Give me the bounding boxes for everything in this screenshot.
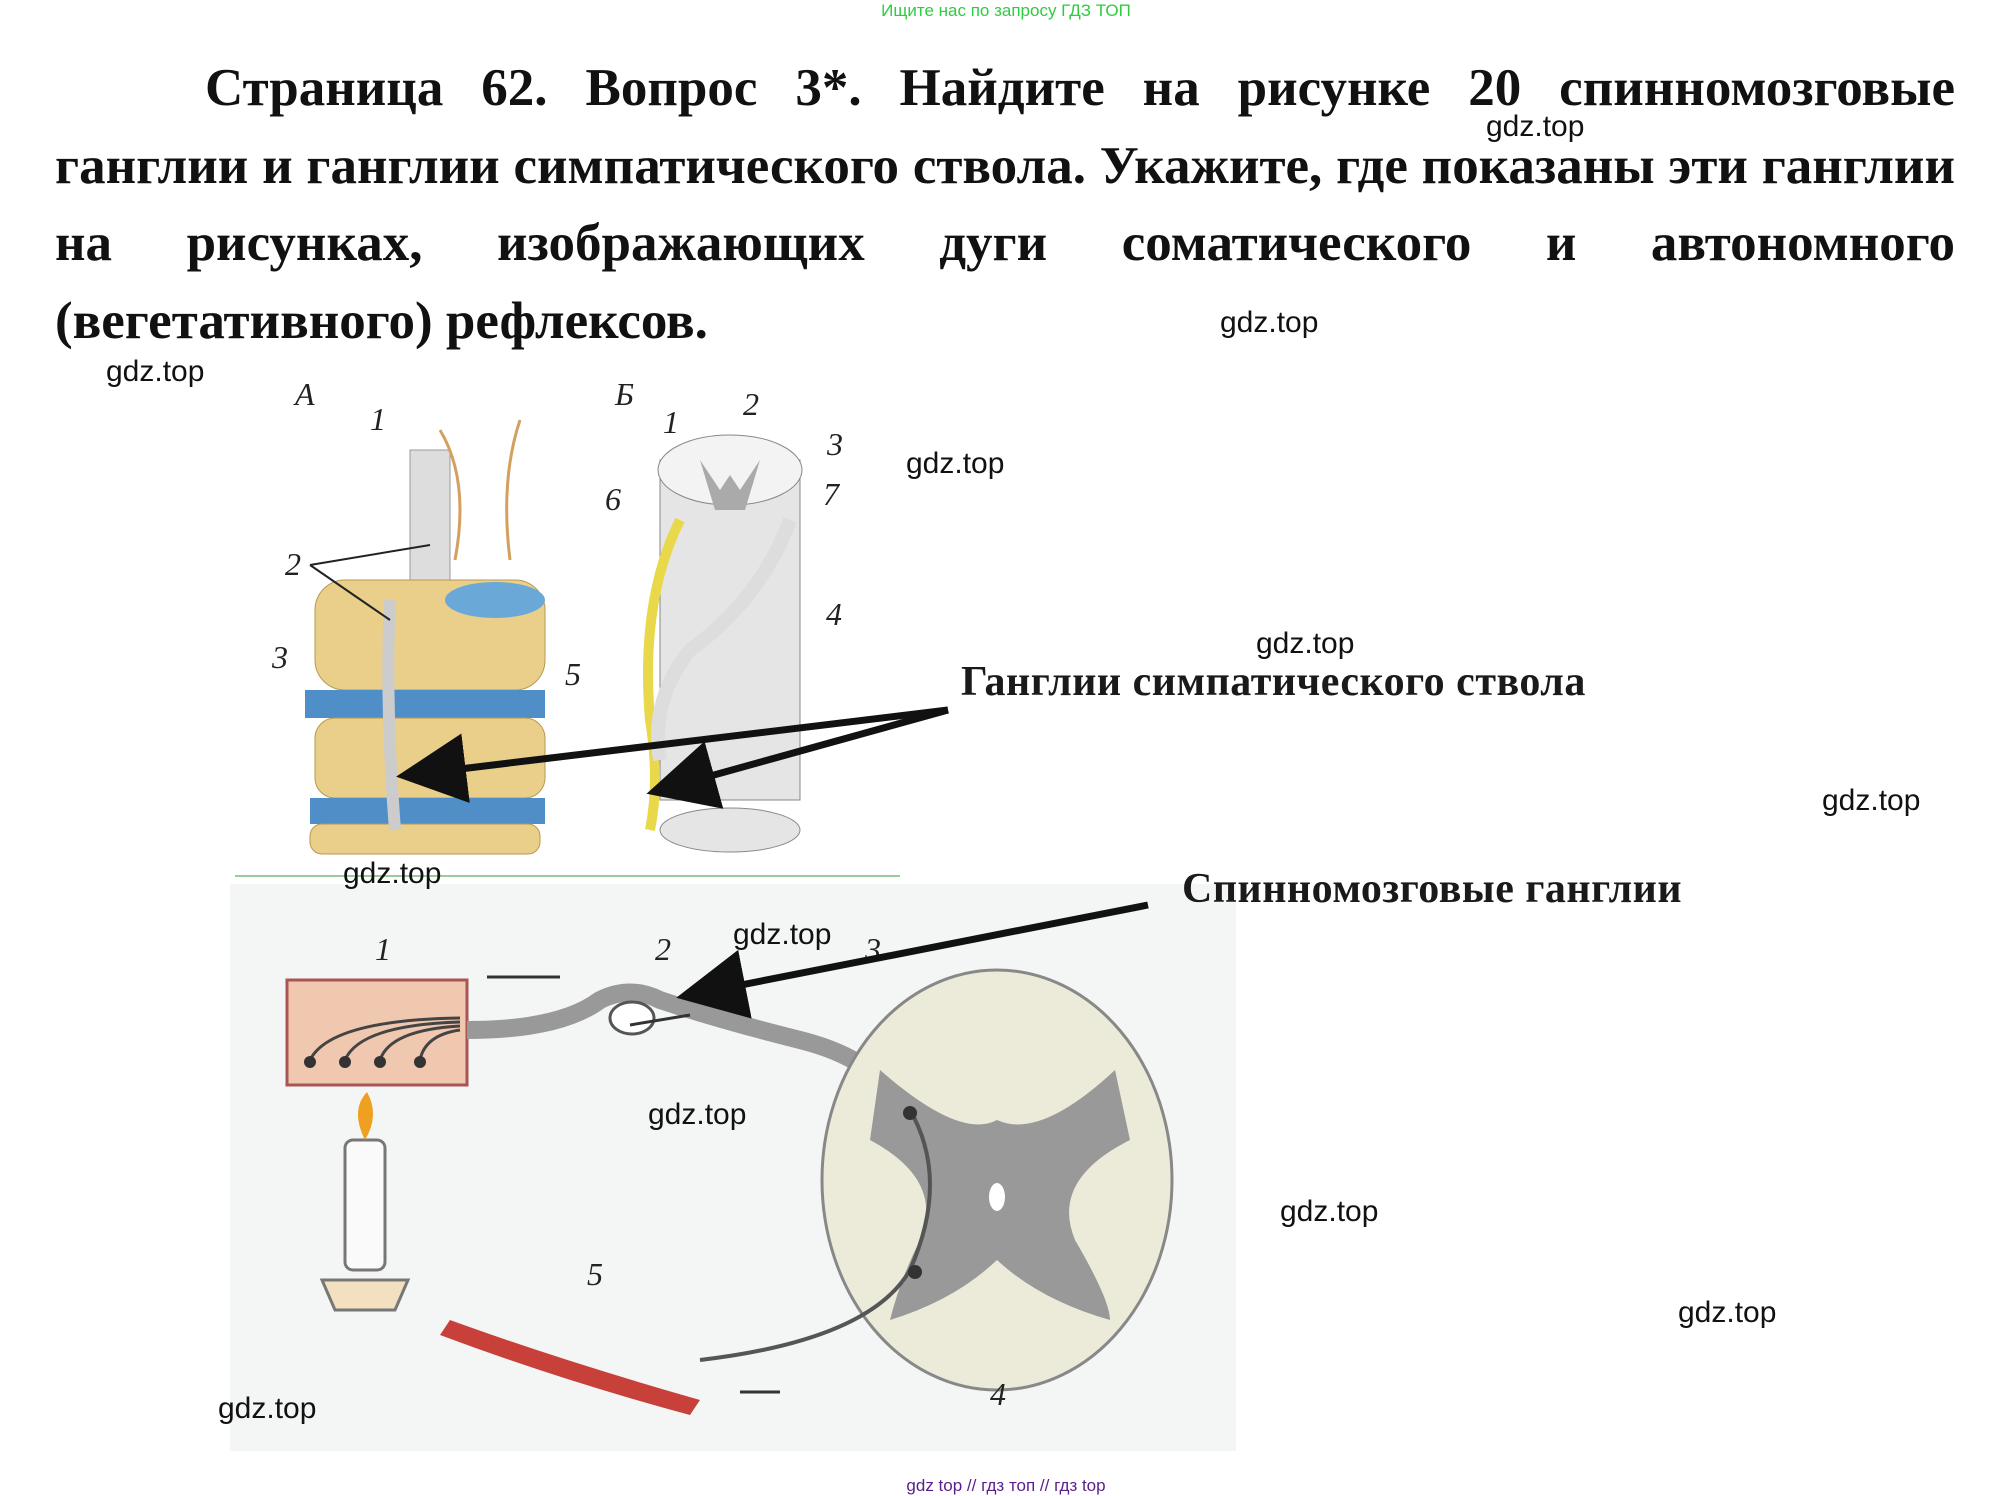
- search-hint: Ищите нас по запросу ГДЗ ТОП: [881, 1, 1131, 20]
- svg-text:7: 7: [823, 476, 841, 512]
- svg-text:2: 2: [743, 386, 759, 422]
- svg-text:5: 5: [565, 656, 581, 692]
- watermark: gdz.top: [1486, 110, 1585, 143]
- label-spinal-ganglia: Спинномозговые ганглии: [1182, 866, 1683, 912]
- watermark: gdz.top: [218, 1392, 317, 1425]
- figure-a-spine: А 1 2 3: [271, 376, 546, 855]
- svg-text:4: 4: [826, 596, 842, 632]
- svg-text:6: 6: [605, 481, 621, 517]
- watermark: gdz.top: [648, 1098, 747, 1131]
- question-text: Страница 62. Вопрос 3*. Найдите на рисун…: [55, 59, 1955, 350]
- svg-text:А: А: [293, 376, 315, 412]
- svg-text:1: 1: [663, 404, 679, 440]
- svg-text:1: 1: [370, 401, 386, 437]
- watermark: gdz.top: [1678, 1296, 1777, 1329]
- svg-text:4: 4: [990, 1376, 1006, 1412]
- pointer-arrows: [396, 706, 1149, 1019]
- watermark: gdz.top: [906, 447, 1005, 480]
- figure-reflex-arc: 1 2 3 4 5: [230, 884, 1236, 1451]
- svg-text:1: 1: [375, 931, 391, 967]
- svg-text:3: 3: [826, 426, 843, 462]
- svg-text:Б: Б: [614, 376, 634, 412]
- label-sympathetic-ganglia: Ганглии симпатического ствола: [961, 659, 1586, 705]
- watermark: gdz.top: [1220, 306, 1319, 339]
- watermark: gdz.top: [1256, 627, 1355, 660]
- svg-text:5: 5: [587, 1256, 603, 1292]
- watermark: gdz.top: [733, 918, 832, 951]
- watermark: gdz.top: [343, 857, 442, 890]
- watermark: gdz.top: [106, 355, 205, 388]
- svg-text:2: 2: [655, 931, 671, 967]
- svg-text:2: 2: [285, 546, 301, 582]
- watermark: gdz.top: [1822, 784, 1921, 817]
- svg-text:3: 3: [271, 639, 288, 675]
- footer-links[interactable]: gdz top // гдз топ // гдз top: [906, 1476, 1106, 1495]
- watermark: gdz.top: [1280, 1195, 1379, 1228]
